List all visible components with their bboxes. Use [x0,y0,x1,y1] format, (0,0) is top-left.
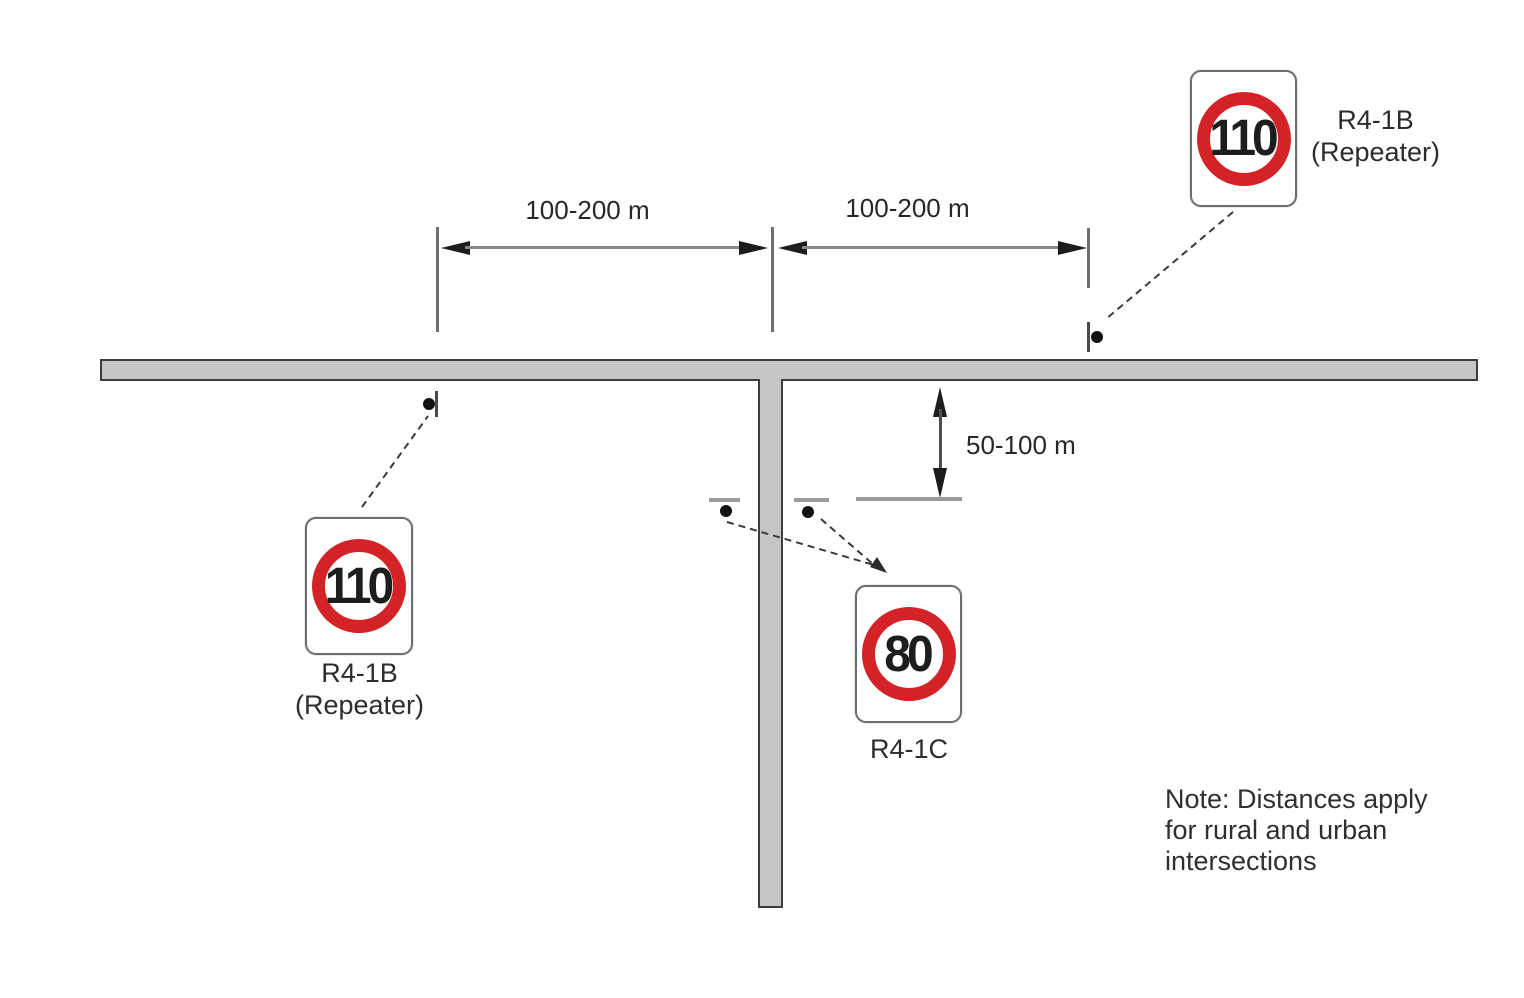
arrowhead-left-icon [441,241,470,255]
sign-qualifier: (Repeater) [294,690,425,720]
extension-line-left [436,227,439,332]
leader-line-side-sign-right [820,518,875,566]
sign-qualifier: (Repeater) [1310,137,1441,167]
leader-line-side-sign-left [726,521,875,566]
dimension-label-left: 100-200 m [525,195,650,225]
sign-code: R4-1B [1337,105,1414,135]
arrowhead-right-icon [739,241,768,255]
speed-value: 80 [884,625,933,683]
sign-code-label-right: R4-1B (Repeater) [1288,104,1463,168]
main-road [100,359,1478,381]
arrowhead-up-icon [933,387,947,417]
speed-ring-icon: 110 [1196,91,1291,186]
speed-value: 110 [324,557,394,615]
note-line-2: for rural and urban [1165,815,1388,845]
arrowhead-left-icon [778,241,807,255]
sign-code: R4-1B [321,658,398,688]
sign-location-dot-left [423,398,435,410]
speed-ring-icon: 80 [861,607,956,701]
side-road-sign-marker-right [794,498,829,502]
note-text: Note: Distances apply for rural and urba… [1165,784,1485,877]
note-line-3: intersections [1165,846,1317,876]
sign-code-label-side: R4-1C [848,733,970,765]
sign-post-tick-right [1087,322,1090,352]
arrowhead-down-icon [933,468,947,498]
setback-datum-line [856,497,962,501]
sign-code-label-left: R4-1B (Repeater) [272,657,447,721]
dimension-label-right: 100-200 m [845,193,970,223]
speed-sign-80-side-road: 80 [855,585,962,723]
sign-post-tick-left [435,391,438,417]
extension-line-center [771,227,774,332]
speed-sign-110-repeater-left: 110 [305,517,413,655]
speed-value: 110 [1209,110,1278,167]
extension-line-right [1087,228,1090,288]
leader-line-repeater-right [1105,211,1234,320]
dimension-arrow-vertical [933,387,947,498]
side-road-sign-marker-left [709,498,740,502]
sign-location-dot-right [1091,331,1103,343]
sign-code: R4-1C [869,734,949,764]
dimension-label-setback: 50-100 m [966,430,1076,460]
dimension-arrow-right [778,241,1087,255]
sign-location-dot-side-left [720,505,732,517]
leader-arrowhead-icon [870,557,887,573]
sign-location-dot-side-right [802,506,814,518]
side-road [758,379,783,908]
note-line-1: Note: Distances apply [1165,784,1428,814]
dimension-arrow-left [441,241,768,255]
speed-ring-icon: 110 [312,539,406,633]
leader-line-repeater-left [361,415,429,508]
arrowhead-right-icon [1058,241,1087,255]
speed-sign-110-repeater-right: 110 [1190,70,1297,207]
